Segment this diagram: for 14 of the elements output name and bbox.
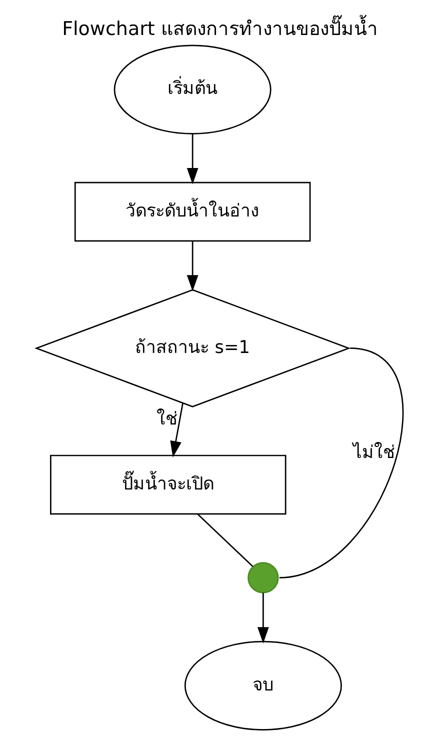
- node-diamond: ถ้าสถานะ s=1: [34, 289, 351, 408]
- arrow: [186, 242, 198, 292]
- edge-label: ใช่: [156, 410, 178, 430]
- connector: [279, 348, 404, 578]
- node-ellipse: เริ่มต้น: [114, 44, 272, 134]
- connector: [197, 514, 254, 567]
- arrow: [186, 134, 198, 184]
- node-circle: [248, 562, 279, 594]
- node-box: วัดระดับน้ำในอ่าง: [74, 182, 311, 242]
- arrow: [170, 403, 184, 458]
- node-box: ปั๊มน้ำจะเปิด: [50, 454, 286, 515]
- edge-label: ไม่ใช่: [352, 443, 395, 464]
- node-ellipse: จบ: [184, 640, 342, 730]
- arrow: [257, 592, 269, 644]
